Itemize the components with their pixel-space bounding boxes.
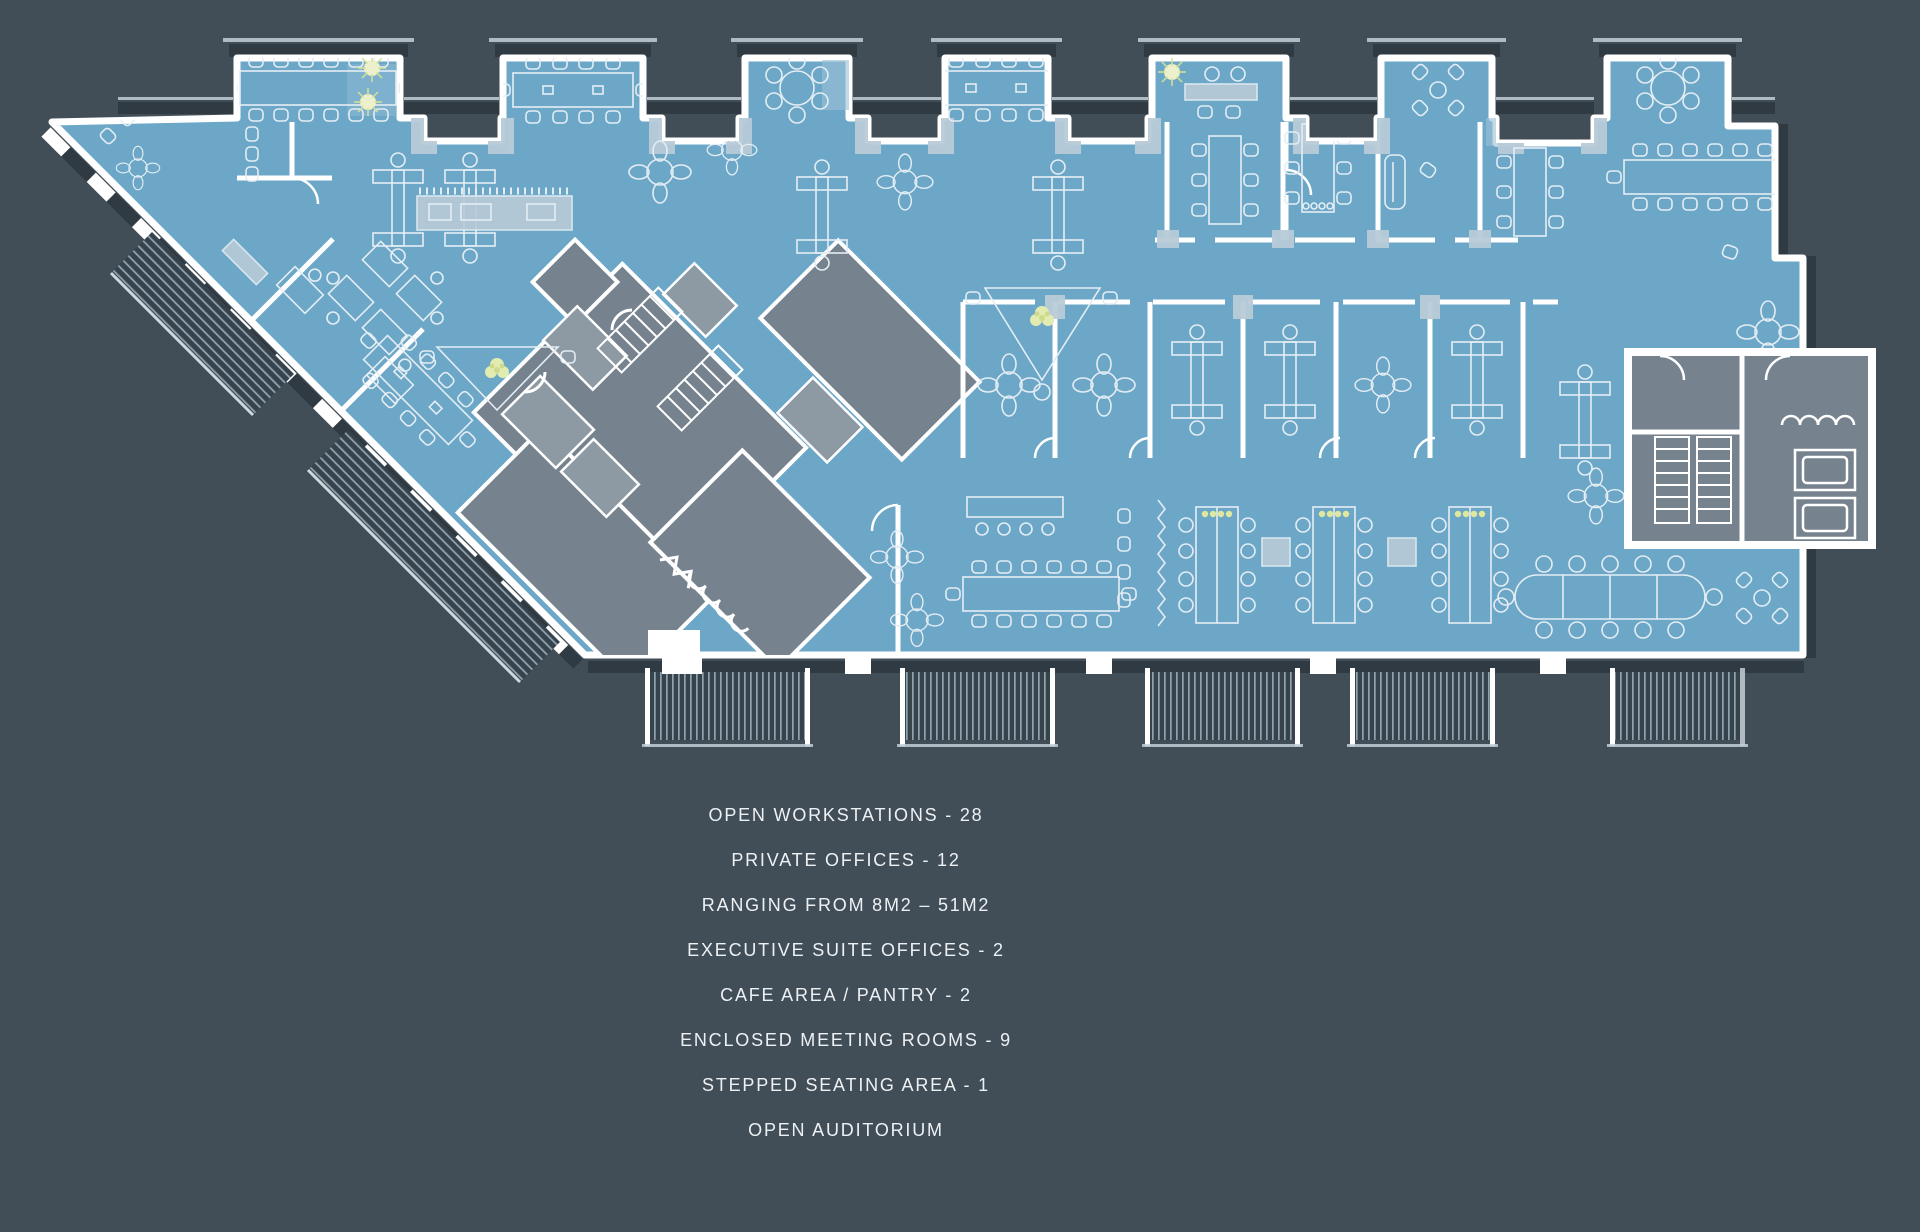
legend-private-offices: PRIVATE OFFICES - 12	[731, 850, 961, 870]
diagonal-balcony	[109, 232, 560, 684]
furniture	[98, 58, 1800, 648]
planted-triangle	[419, 346, 576, 412]
legend-office-size-range: RANGING FROM 8M2 – 51M2	[701, 895, 991, 915]
legend-open-workstations: OPEN WORKSTATIONS - 28	[708, 805, 984, 825]
legend-stepped-seating: STEPPED SEATING AREA - 1	[702, 1075, 990, 1095]
terrace	[1142, 668, 1303, 747]
terrace	[1347, 668, 1498, 747]
terrace	[897, 668, 1058, 747]
bottom-piers	[662, 652, 1566, 674]
terraces	[109, 232, 1748, 747]
terrace	[1607, 668, 1748, 747]
legend-executive-suites: EXECUTIVE SUITE OFFICES - 2	[687, 940, 1005, 960]
legend: OPEN WORKSTATIONS - 28 PRIVATE OFFICES -…	[0, 793, 1692, 1153]
right-core	[1624, 348, 1876, 549]
legend-cafe-pantry: CAFE AREA / PANTRY - 2	[720, 985, 972, 1005]
legend-meeting-rooms: ENCLOSED MEETING ROOMS - 9	[680, 1030, 1012, 1050]
legend-open-auditorium: OPEN AUDITORIUM	[748, 1120, 944, 1140]
terrace	[642, 668, 813, 747]
interior-walls	[237, 122, 1558, 655]
door-arcs	[291, 168, 1436, 532]
